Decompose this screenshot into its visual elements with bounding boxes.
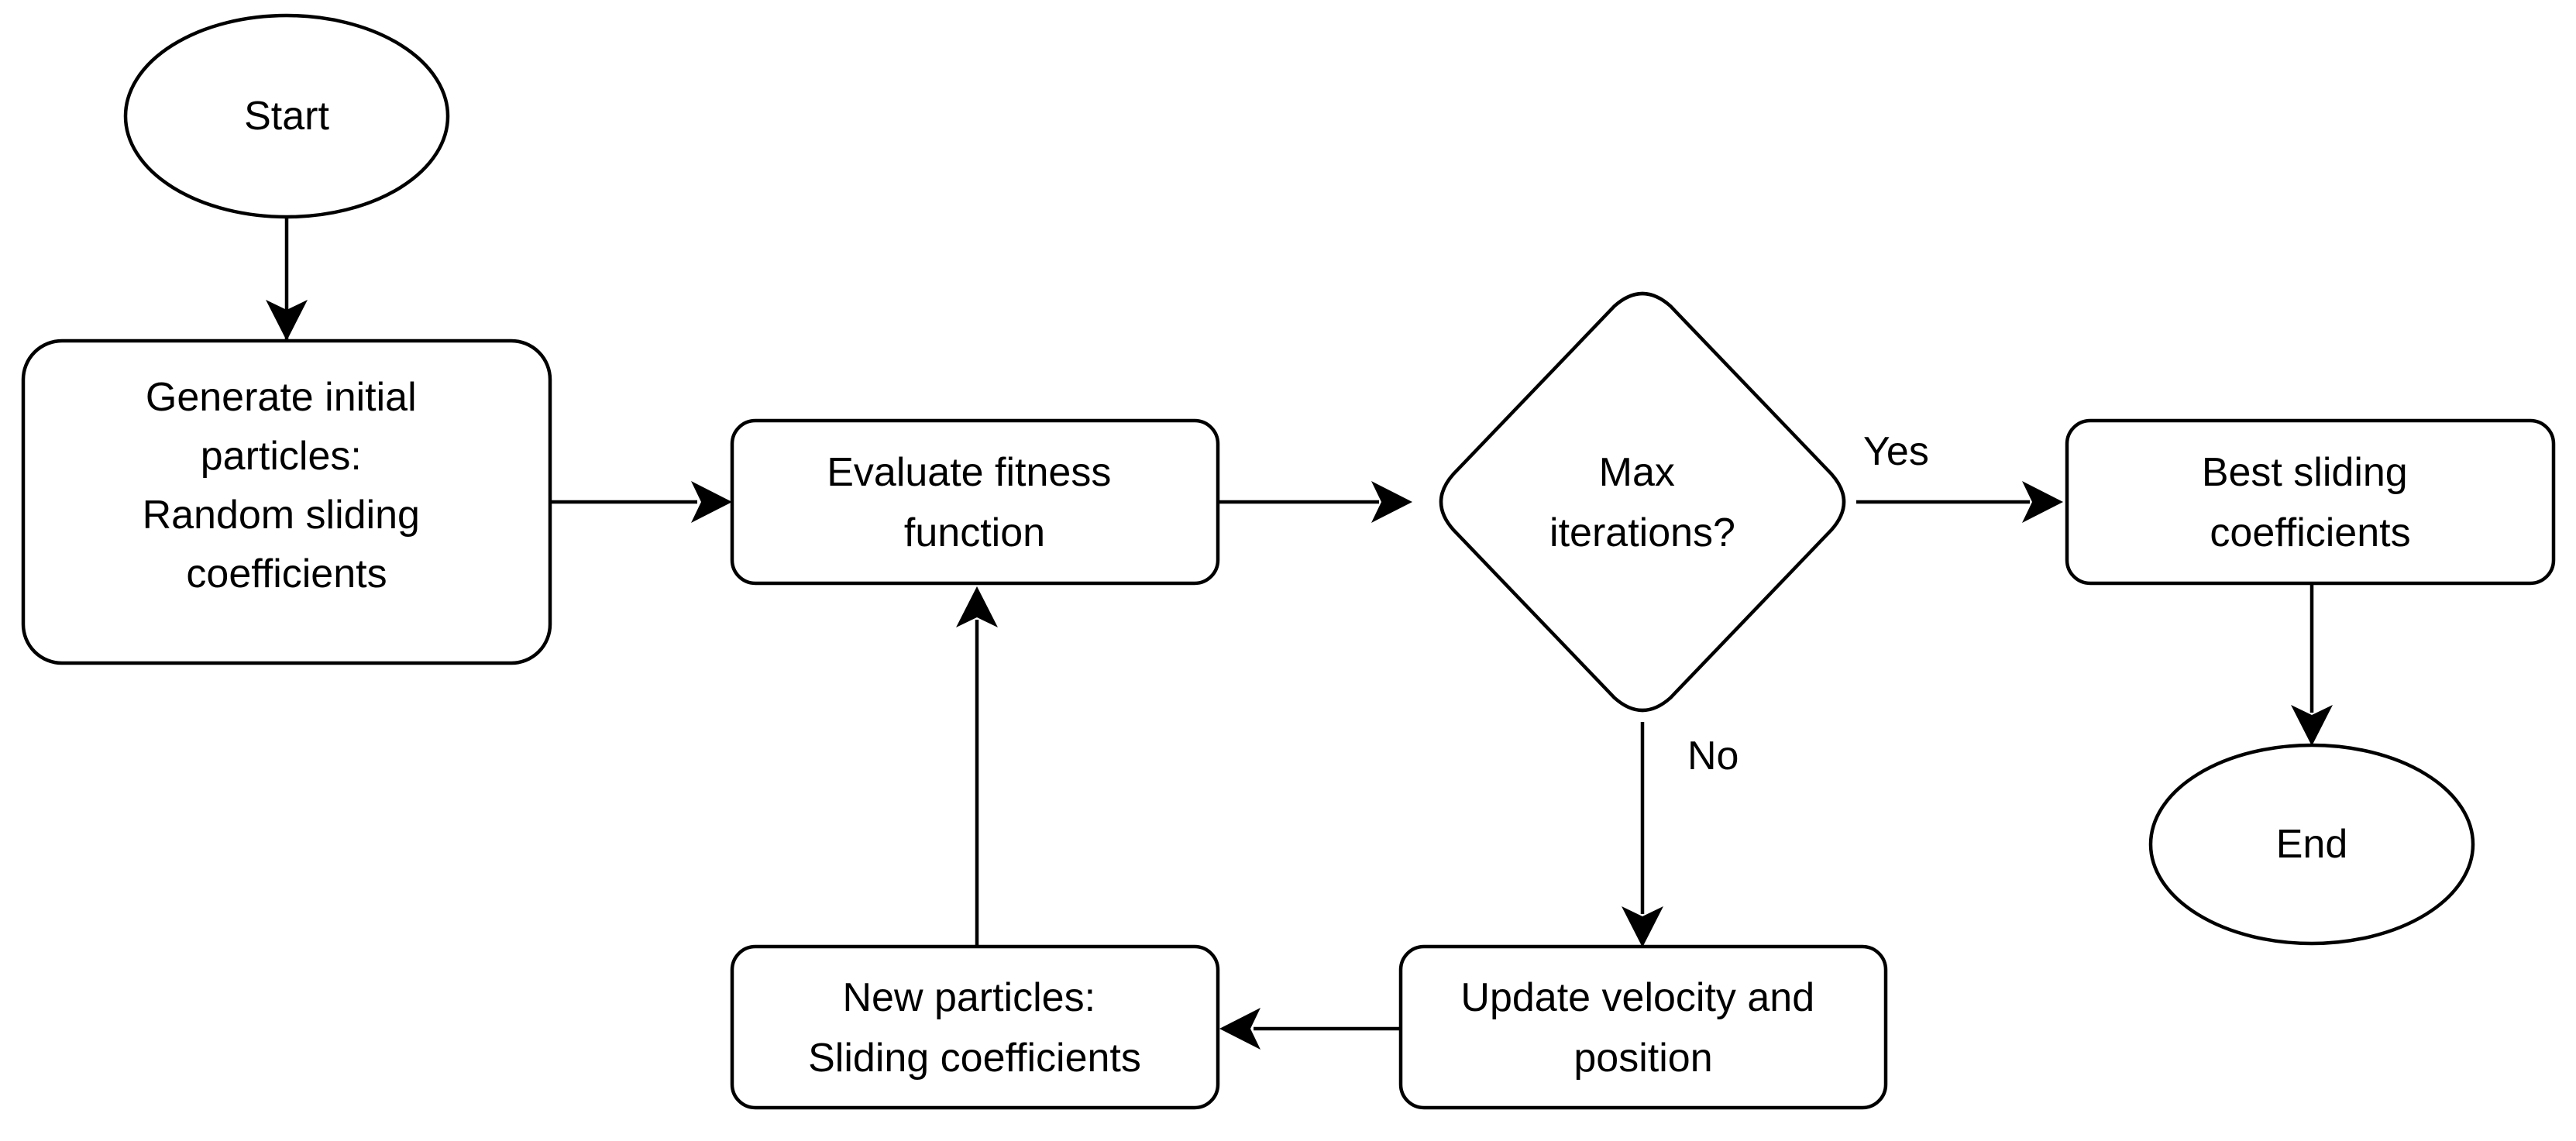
update-velocity-label: Update velocity and position	[1460, 975, 1825, 1081]
start-node	[123, 13, 450, 219]
start-node-label: Start	[244, 94, 329, 139]
arrowhead-generate-to-evaluate	[691, 481, 732, 523]
evaluate-line-1: Evaluate fitness	[827, 450, 1111, 495]
new-particles-line-2: Sliding coefficients	[808, 1036, 1141, 1081]
arrowhead-evaluate-to-decision	[1371, 481, 1412, 523]
best-line-2: coefficients	[2210, 510, 2410, 555]
update-velocity-node	[1398, 944, 1888, 1110]
end-node	[2148, 743, 2475, 946]
generate-line-2: particles:	[201, 434, 362, 479]
arrowhead-new-particles-to-evaluate	[956, 586, 998, 627]
max-iterations-label: Max iterations?	[1549, 450, 1735, 555]
end-node-line: End	[2276, 822, 2348, 867]
new-particles-label: New particles: Sliding coefficients	[808, 975, 1141, 1081]
generate-line-4: coefficients	[186, 552, 387, 596]
generate-line-3: Random sliding	[143, 493, 420, 538]
evaluate-fitness-node	[730, 418, 1220, 586]
new-particles-node	[730, 944, 1220, 1110]
arrowhead-decision-to-update	[1622, 906, 1663, 947]
arrowhead-best-to-end	[2291, 705, 2333, 746]
new-particles-line-1: New particles:	[842, 975, 1095, 1020]
arrowhead-update-to-new-particles	[1219, 1008, 1260, 1050]
evaluate-line-2: function	[904, 510, 1045, 555]
arrowhead-decision-to-best	[2022, 481, 2063, 523]
end-node-label: End	[2276, 822, 2348, 867]
generate-line-1: Generate initial	[146, 375, 417, 420]
decision-line-1: Max	[1599, 450, 1675, 495]
generate-particles-label: Generate initial particles: Random slidi…	[143, 375, 432, 596]
arrowhead-start-to-generate	[266, 300, 308, 341]
update-line-1: Update velocity and	[1460, 975, 1814, 1020]
best-coefficients-node	[2065, 418, 2556, 586]
no-edge-label: No	[1687, 734, 1739, 778]
update-line-2: position	[1573, 1036, 1712, 1081]
best-line-1: Best sliding	[2202, 450, 2408, 495]
decision-line-2: iterations?	[1549, 510, 1735, 555]
max-iterations-decision	[1439, 291, 1846, 713]
yes-edge-label: Yes	[1863, 429, 1929, 474]
start-node-line: Start	[244, 94, 329, 139]
evaluate-fitness-label: Evaluate fitness function	[827, 450, 1123, 555]
generate-particles-node	[21, 339, 552, 665]
best-coefficients-label: Best sliding coefficients	[2202, 450, 2419, 555]
